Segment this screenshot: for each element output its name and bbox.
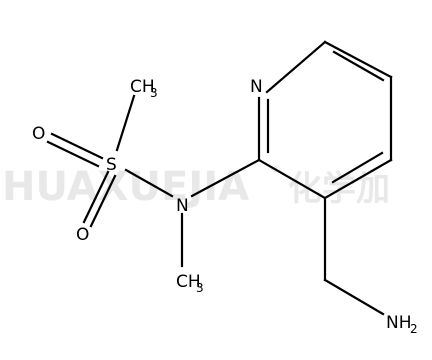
bond-c6-c5-double (332, 50, 385, 82)
bond-s-ch3 (115, 94, 136, 152)
atom-n-ring: N (250, 77, 263, 97)
bond-s-o-top-b (46, 140, 100, 168)
substituent-bonds (46, 94, 385, 316)
bond-n-s (124, 168, 174, 198)
atom-o-top: O (32, 124, 45, 144)
group-ch3-amide: CH 3 (176, 272, 204, 295)
bond-s-o-bottom-a (82, 170, 110, 224)
group-nh2: NH 2 (386, 313, 418, 336)
ch3-s-main: CH (130, 77, 155, 97)
bond-c6-c5 (323, 40, 393, 79)
bond-c4-c3-double (331, 151, 384, 184)
bond-ch2-nh2 (323, 278, 385, 316)
ch3-n-sub: 3 (196, 281, 204, 295)
nh2-sub: 2 (410, 322, 418, 336)
ch3-s-sub: 3 (150, 86, 158, 100)
atom-n-amide: N (176, 196, 189, 216)
group-ch3-sulfonyl: CH 3 (130, 77, 158, 100)
bond-n1-c6 (265, 40, 327, 94)
atom-s: S (106, 155, 117, 175)
ch3-n-main: CH (176, 272, 201, 292)
bond-c4-c3 (323, 158, 393, 200)
pyridine-ring (257, 40, 393, 200)
bond-s-o-top-a (50, 132, 104, 160)
nh2-main: NH (386, 313, 412, 333)
atom-o-bottom: O (76, 225, 89, 245)
bond-c2-n-amide (190, 158, 261, 198)
atom-labels: N N S O O CH 3 CH 3 NH 2 (32, 77, 418, 336)
watermark: HUAXUEJIA ® 化学加 (2, 162, 390, 210)
bond-s-o-bottom-b (89, 174, 117, 228)
bond-c3-c2 (257, 158, 327, 200)
